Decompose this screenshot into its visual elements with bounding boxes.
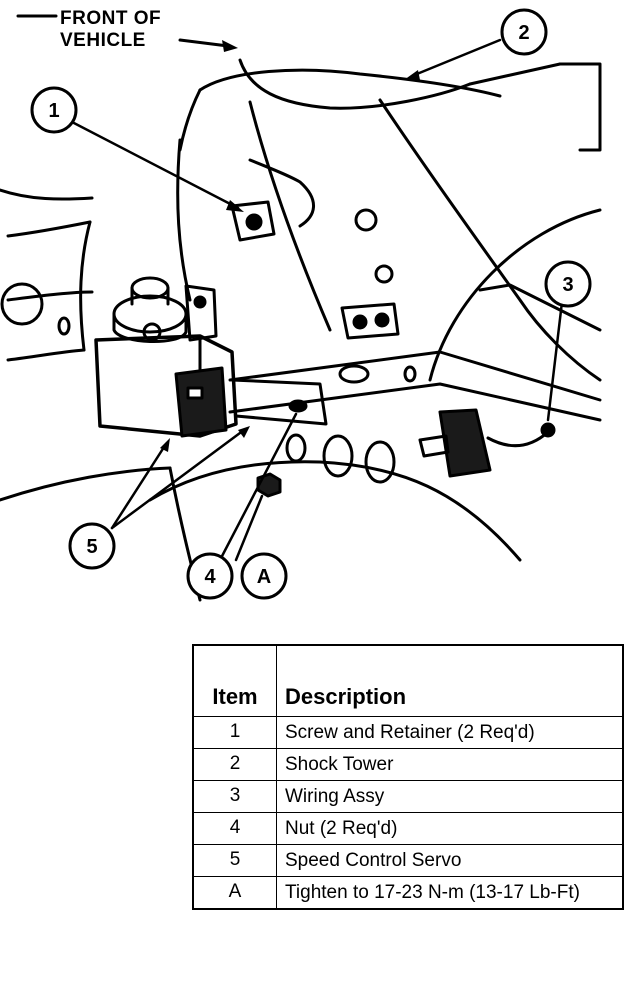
speed-control-servo-diagram: 1 2 3 4 A 5 xyxy=(0,8,602,602)
table-cell-item: 4 xyxy=(192,812,277,845)
callout-2: 2 xyxy=(500,8,548,56)
table-cell-description: Tighten to 17-23 N-m (13-17 Lb-Ft) xyxy=(276,876,624,910)
front-label-line1: FRONT OF xyxy=(60,8,162,29)
table-row: 4 Nut (2 Req'd) xyxy=(192,812,624,845)
callout-5: 5 xyxy=(68,522,116,570)
callout-2-label: 2 xyxy=(518,22,529,44)
table-row: 2 Shock Tower xyxy=(192,748,624,781)
table-cell-description: Speed Control Servo xyxy=(276,844,624,877)
callout-1: 1 xyxy=(30,86,78,134)
front-label-line2: VEHICLE xyxy=(60,30,146,51)
callout-5-label: 5 xyxy=(86,536,97,558)
table-cell-item: 2 xyxy=(192,748,277,781)
table-cell-item: A xyxy=(192,876,277,910)
table-cell-item: 3 xyxy=(192,780,277,813)
table-cell-item: 5 xyxy=(192,844,277,877)
table-row: 1 Screw and Retainer (2 Req'd) xyxy=(192,716,624,749)
table-cell-item: 1 xyxy=(192,716,277,749)
front-arrow xyxy=(16,14,238,52)
callout-4-label: 4 xyxy=(204,566,216,588)
callout-3-label: 3 xyxy=(562,274,573,296)
table-header-row: Item Description xyxy=(192,644,624,717)
table-row: 5 Speed Control Servo xyxy=(192,844,624,877)
callout-a-label: A xyxy=(257,566,271,588)
table-cell-description: Shock Tower xyxy=(276,748,624,781)
leader-lines xyxy=(70,38,564,562)
table-cell-description: Screw and Retainer (2 Req'd) xyxy=(276,716,624,749)
nut xyxy=(256,472,282,498)
callout-a: A xyxy=(240,552,288,600)
screw-and-retainer xyxy=(230,200,400,340)
wiring-connector xyxy=(418,408,556,478)
speed-control-servo xyxy=(94,276,328,438)
parts-legend-table: Item Description 1 Screw and Retainer (2… xyxy=(192,644,624,910)
table-cell-description: Nut (2 Req'd) xyxy=(276,812,624,845)
callout-3: 3 xyxy=(544,260,592,308)
description-column-header: Description xyxy=(276,644,624,717)
shock-tower-body-panel xyxy=(0,58,602,602)
callout-4: 4 xyxy=(186,552,234,600)
callout-1-label: 1 xyxy=(48,100,59,122)
front-of-vehicle-label: FRONT OF VEHICLE xyxy=(60,8,161,52)
table-cell-description: Wiring Assy xyxy=(276,780,624,813)
item-column-header: Item xyxy=(192,644,277,717)
table-row: 3 Wiring Assy xyxy=(192,780,624,813)
table-row: A Tighten to 17-23 N-m (13-17 Lb-Ft) xyxy=(192,876,624,910)
